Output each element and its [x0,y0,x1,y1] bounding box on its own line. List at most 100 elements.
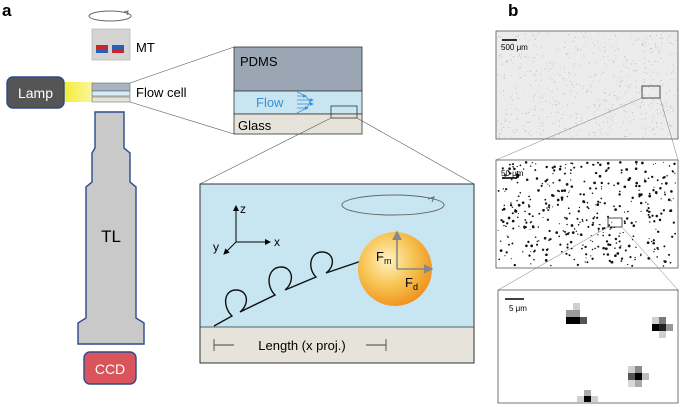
bead-dot [517,195,520,198]
bead-dot [663,260,666,263]
mt-magnet-red-bottom [112,49,124,53]
mt-magnet-blue-top [112,45,124,49]
speckle [669,125,671,127]
bead-dot [599,163,602,167]
speckle [635,79,637,81]
wide-field-speckles [497,32,678,139]
speckle [594,132,596,133]
speckle [610,47,612,49]
bead-dot [632,224,636,227]
bead-dot [555,231,559,234]
speckle [554,104,556,106]
speckle [520,63,522,65]
bead-dot [564,216,566,219]
speckle [604,33,605,35]
bead-dot [618,240,621,243]
bead-dot [564,230,566,233]
bead-dot [667,253,671,256]
bead-dot [558,179,561,182]
speckle [656,34,657,36]
bead-dot [608,224,611,227]
speckle [626,58,628,60]
speckle [624,56,626,58]
speckle [559,74,561,76]
bead-dot [602,246,605,250]
bead-dot [663,176,666,179]
speckle [577,65,579,67]
bead-dot [579,221,581,223]
bead-dot [644,178,646,180]
bead-dot [516,199,518,202]
bead-dot [548,204,551,207]
speckle [597,40,599,42]
bead-dot [532,225,535,229]
bead-dot [674,172,676,174]
speckle [532,34,534,36]
bead-dot [582,193,586,196]
speckle [587,89,589,91]
speckle [499,74,501,76]
speckle [581,114,583,116]
bead-dot [499,249,503,252]
bead-dot [667,198,671,202]
zoom-line-b2-right [621,226,679,291]
speckle [592,52,594,54]
speckle [575,83,577,85]
speckle [659,51,660,53]
speckle [666,74,668,76]
bead-dot [599,224,601,226]
speckle [558,133,560,135]
speckle [593,111,595,113]
bead-dot [527,240,530,244]
bead-dot [578,206,581,209]
bead-dot [590,255,592,257]
bead-dot [501,167,504,170]
bead-pixel [652,324,659,331]
speckle [518,53,520,55]
bead-dot [535,177,539,180]
speckle [504,77,506,79]
speckle [624,103,626,105]
bead-dot [573,166,576,169]
bead-dot [582,244,584,246]
bead-dot [542,216,544,218]
bead-dot [597,161,599,164]
speckle [603,121,604,123]
bead-dot [620,245,622,247]
bead-dot [546,178,549,181]
speckle [503,90,505,92]
speckle [564,128,565,130]
bead-pixel [573,317,580,324]
speckle [657,109,659,111]
speckle [660,34,662,36]
bead-dot [640,253,642,256]
bead-dot [618,246,622,249]
bead-dot [591,223,594,227]
bead-dot [547,206,550,208]
bead-dot [498,258,501,261]
speckle [568,72,570,74]
bead-dot [524,161,528,164]
speckle [512,43,514,45]
speckle [665,102,667,104]
speckle [659,111,661,113]
speckle [648,104,650,106]
speckle [583,54,585,56]
speckle [540,46,542,48]
speckle [550,116,552,118]
bead-dot [630,200,632,203]
speckle [624,115,626,117]
speckle [505,113,506,115]
speckle [629,120,631,122]
bead-dot [615,242,618,244]
speckle [541,101,543,103]
speckle [500,128,502,130]
speckle [673,53,675,55]
bead-dot [652,189,655,192]
bead-dot [535,163,537,165]
speckle [535,79,537,81]
speckle [576,92,578,94]
speckle [663,116,664,118]
bead-dot [652,239,656,242]
